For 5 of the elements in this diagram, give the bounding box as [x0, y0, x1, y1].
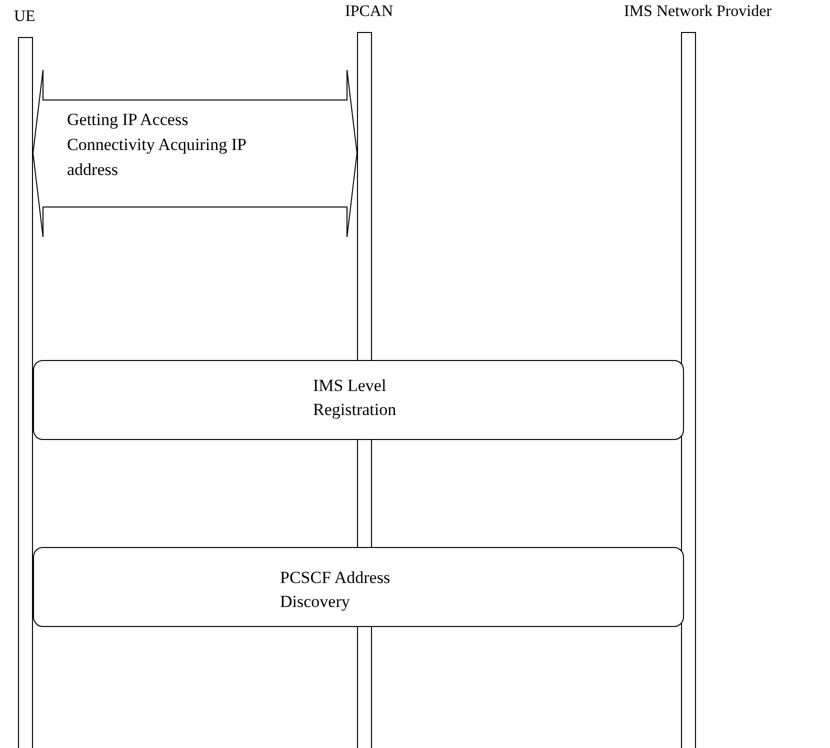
participant-label: IMS Network Provider: [624, 3, 772, 21]
process-box: PCSCF Address Discovery: [33, 547, 684, 627]
participant-label: UE: [14, 8, 36, 26]
participant-label: IPCAN: [345, 3, 394, 21]
process-box: IMS Level Registration: [33, 360, 684, 440]
